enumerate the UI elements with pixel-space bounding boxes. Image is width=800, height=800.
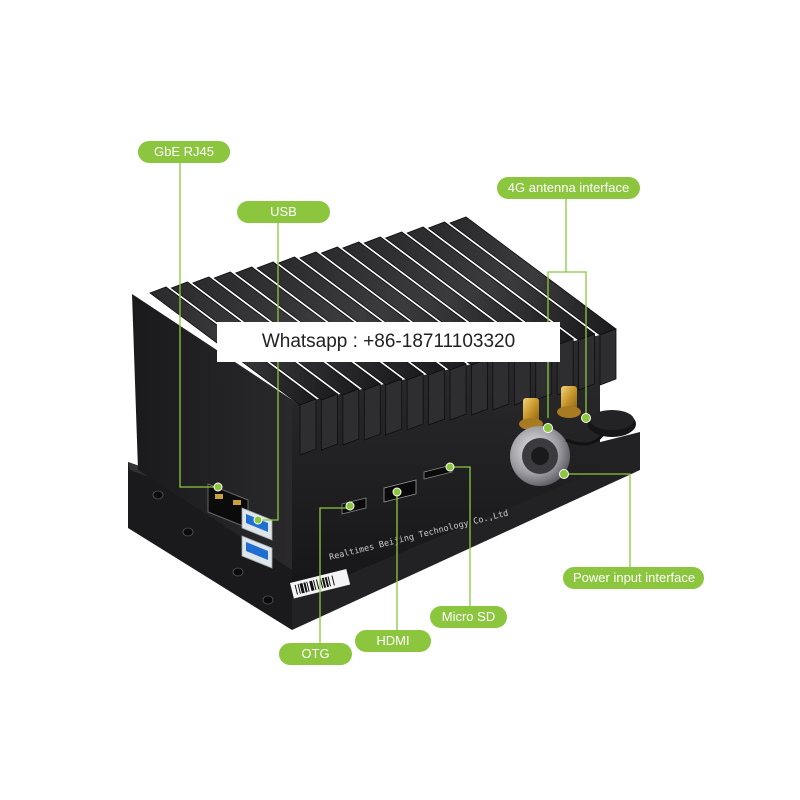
callout-gbe-rj45: GbE RJ45: [138, 141, 230, 163]
barcode-bar: [315, 579, 320, 590]
micro-sd-slot: [423, 464, 453, 480]
barcode-bar: [321, 577, 327, 588]
heatsink-fin-face: [299, 398, 317, 456]
heatsink-fin-face: [406, 373, 424, 431]
heatsink-fin-face: [342, 388, 360, 446]
barcode-bar: [306, 581, 310, 592]
heatsink-fin-face: [471, 358, 488, 416]
barcode-bar: [327, 576, 331, 587]
heatsink-fin-face: [385, 378, 403, 436]
heatsink-fin-face: [363, 383, 381, 441]
barcode-bar: [331, 575, 335, 586]
callout-usb: USB: [237, 201, 330, 223]
heatsink-fin-face: [599, 328, 617, 386]
antenna-connectors: [519, 386, 581, 430]
callout-4g-antenna: 4G antenna interface: [497, 177, 640, 199]
barcode-bar: [309, 580, 315, 592]
callout-otg: OTG: [279, 643, 352, 665]
barcode-bar: [303, 582, 308, 593]
heatsink-fin-face: [321, 393, 338, 451]
callout-micro-sd: Micro SD: [430, 606, 507, 628]
barcode-bar: [319, 578, 324, 589]
power-connector: [510, 410, 636, 486]
callout-hdmi: HDMI: [355, 630, 431, 652]
left-side-panel: [132, 294, 300, 575]
whatsapp-contact-banner: Whatsapp : +86-18711103320: [217, 322, 560, 362]
barcode-bar: [324, 576, 330, 588]
barcode-bar: [297, 583, 301, 594]
heatsink-fin-face: [449, 363, 467, 421]
barcode-bar: [299, 583, 305, 594]
leader-dots: [213, 413, 591, 525]
callout-power-input: Power input interface: [563, 567, 704, 589]
barcode-bar: [313, 580, 317, 591]
heatsink-fin-face: [492, 353, 510, 411]
heatsink-fin-face: [428, 368, 445, 426]
barcode-bar: [294, 584, 298, 595]
